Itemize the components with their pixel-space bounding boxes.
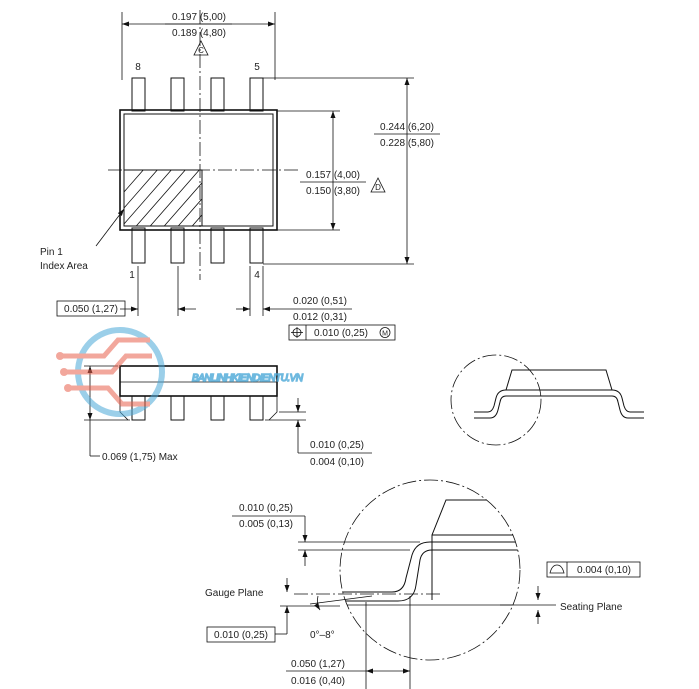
- body-length-max: 0.197 (5,00): [172, 12, 226, 23]
- svg-text:C: C: [198, 46, 204, 55]
- lead-width-min: 0.012 (0,31): [293, 312, 347, 323]
- position-tolerance-frame: 0.010 (0,25) M: [288, 324, 396, 341]
- pin1-label-line2: Index Area: [40, 261, 88, 272]
- pin-label-1: 1: [129, 270, 135, 281]
- lead-thickness-max: 0.010 (0,25): [239, 503, 293, 514]
- note-d-triangle: D: [370, 177, 386, 193]
- height-max: 0.069 (1,75) Max: [102, 452, 178, 463]
- side-view: 0.069 (1,75) Max 0.010 (0,25) 0.004 (0,1…: [84, 365, 372, 468]
- lead-width-max: 0.020 (0,51): [293, 296, 347, 307]
- standoff-max: 0.010 (0,25): [310, 440, 364, 451]
- coplanarity-frame: 0.004 (0,10): [546, 561, 641, 578]
- total-width-max: 0.244 (6,20): [380, 122, 434, 133]
- detail-view: 0.010 (0,25) 0.005 (0,13) Gauge Plane 0.…: [205, 479, 641, 689]
- top-leads: [131, 77, 264, 112]
- watermark-text: BANLINHKIENDIENTU.VN: [192, 373, 304, 384]
- pin-label-4: 4: [254, 270, 260, 281]
- gauge-offset-value: 0.010 (0,25): [214, 630, 268, 641]
- foot-length-max: 0.050 (1,27): [291, 659, 345, 670]
- modifier-m: M: [382, 331, 388, 338]
- pitch-value: 0.050 (1,27): [64, 304, 118, 315]
- lead-thickness-min: 0.005 (0,13): [239, 519, 293, 530]
- end-view: [450, 354, 644, 446]
- side-body: [119, 365, 278, 397]
- note-c-triangle: C: [193, 40, 209, 56]
- angle-label: 0°–8°: [310, 630, 335, 641]
- position-tolerance-value: 0.010 (0,25): [314, 328, 368, 339]
- body-width-max: 0.157 (4,00): [306, 170, 360, 181]
- coplanarity-value: 0.004 (0,10): [577, 565, 631, 576]
- standoff-min: 0.004 (0,10): [310, 457, 364, 468]
- top-view: 0.197 (5,00) 0.189 (4,80) C 8 5 1 4 0.24…: [40, 10, 440, 341]
- pin-label-5: 5: [254, 62, 260, 73]
- detail-a-callout: [450, 354, 542, 446]
- pin-label-8: 8: [135, 62, 141, 73]
- pin1-index-hatch: [124, 170, 202, 226]
- seating-plane-label: Seating Plane: [560, 602, 623, 613]
- pin1-label-line1: Pin 1: [40, 247, 63, 258]
- gauge-offset-box: [206, 626, 276, 643]
- total-width-min: 0.228 (5,80): [380, 138, 434, 149]
- foot-length-min: 0.016 (0,40): [291, 676, 345, 687]
- pitch-box: [56, 300, 126, 317]
- bottom-leads: [131, 227, 264, 264]
- svg-text:D: D: [375, 183, 381, 192]
- gauge-plane-label: Gauge Plane: [205, 588, 264, 599]
- watermark-logo: [56, 327, 165, 417]
- body-length-min: 0.189 (4,80): [172, 28, 226, 39]
- body-width-min: 0.150 (3,80): [306, 186, 360, 197]
